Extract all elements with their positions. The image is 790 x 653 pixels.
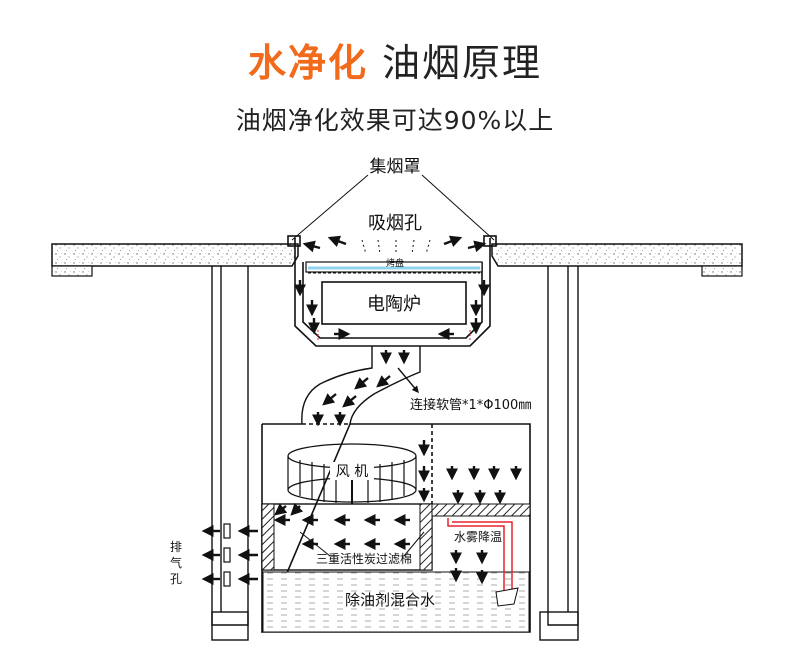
hose-pointer	[397, 367, 419, 394]
connecting-hose	[301, 346, 421, 425]
cabinet-frame	[211, 266, 579, 641]
exhaust-label: 排 气 孔	[170, 540, 182, 586]
grill-tray	[305, 261, 483, 274]
exhaust-label-1: 排	[170, 540, 182, 554]
exhaust-label-3: 孔	[170, 572, 182, 586]
hood-label: 集烟罩	[370, 157, 421, 177]
title-main: 油烟原理	[382, 41, 543, 85]
suction-hole-label: 吸烟孔	[368, 213, 422, 234]
exhaust-holes	[223, 523, 231, 587]
grill-tray-label: 烤盘	[386, 257, 404, 269]
airflow-arrows	[201, 235, 522, 585]
electric-stove-label: 电陶炉	[367, 294, 421, 315]
hose-label: 连接软管*1*Φ100㎜	[410, 397, 531, 413]
hood-pointer-lines	[291, 174, 495, 241]
water-mist-label: 水雾降温	[454, 530, 502, 544]
hood-housing	[287, 235, 497, 347]
mist-pipe	[447, 518, 513, 592]
page-title: 水净化油烟原理	[0, 40, 790, 86]
electric-stove-box	[321, 281, 467, 325]
carbon-filter	[261, 503, 531, 571]
page-subtitle: 油烟净化效果可达90%以上	[235, 106, 555, 135]
title-accent: 水净化	[247, 41, 368, 85]
exhaust-label-2: 气	[170, 555, 182, 570]
oil-water-label: 除油剂混合水	[345, 591, 435, 609]
fan-label: 风 机	[336, 464, 368, 480]
vapor-dashes	[361, 239, 431, 255]
filter-label: 三重活性炭过滤棉	[316, 552, 412, 566]
mist-nozzle	[495, 587, 519, 607]
